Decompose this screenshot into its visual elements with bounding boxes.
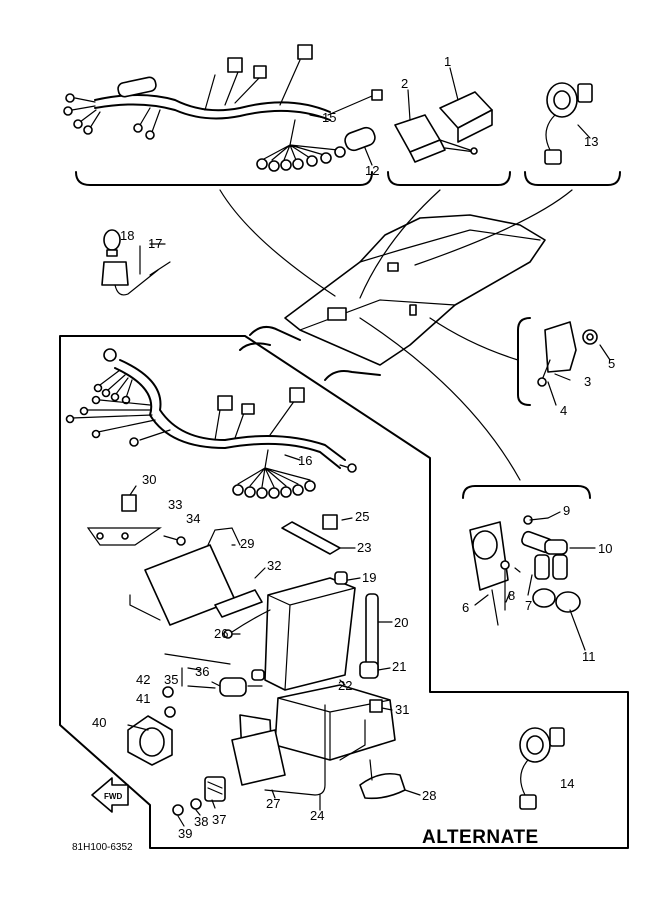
callout-2: 2: [401, 76, 408, 91]
callout-14: 14: [560, 776, 574, 791]
part-14-key-switch: [519, 727, 565, 810]
callout-41: 41: [136, 691, 150, 706]
alternate-wire-harness: [65, 348, 357, 499]
callout-32: 32: [267, 558, 281, 573]
callout-35: 35: [164, 672, 178, 687]
callout-23: 23: [357, 540, 371, 555]
callout-24: 24: [310, 808, 324, 823]
main-wire-harness: [63, 44, 383, 172]
part-17-18-lamp: [101, 229, 171, 296]
part-3-4-5-bracket: [517, 317, 598, 406]
snowmobile-body: [239, 214, 546, 381]
callout-11: 11: [582, 649, 596, 664]
callout-leaders: [127, 67, 611, 827]
callout-5: 5: [608, 356, 615, 371]
callout-12: 12: [365, 163, 379, 178]
callout-1: 1: [444, 54, 451, 69]
callout-37: 37: [212, 812, 226, 827]
callout-34: 34: [186, 511, 200, 526]
callout-16: 16: [298, 453, 312, 468]
callout-29: 29: [240, 536, 254, 551]
callout-30: 30: [142, 472, 156, 487]
part-20-21-tube: [359, 593, 379, 679]
callout-42: 42: [136, 672, 150, 687]
top-group-brackets: [75, 171, 621, 186]
callout-4: 4: [560, 403, 567, 418]
callout-6: 6: [462, 600, 469, 615]
callout-40: 40: [92, 715, 106, 730]
callout-7: 7: [525, 598, 532, 613]
callout-3: 3: [584, 374, 591, 389]
part-30-33-34-fasteners: [86, 494, 186, 546]
callout-27: 27: [266, 796, 280, 811]
part-29-cover-plate: [129, 527, 263, 626]
fwd-arrow: FWD: [91, 777, 129, 813]
callout-9: 9: [563, 503, 570, 518]
callout-20: 20: [394, 615, 408, 630]
fwd-label: FWD: [104, 792, 122, 801]
callout-26: 26: [214, 626, 228, 641]
part-1-2-assembly: [394, 91, 493, 163]
battery: [223, 571, 356, 691]
callout-31: 31: [395, 702, 409, 717]
callout-22: 22: [338, 678, 352, 693]
callout-36: 36: [195, 664, 209, 679]
callout-28: 28: [422, 788, 436, 803]
callout-8: 8: [508, 588, 515, 603]
callout-18: 18: [120, 228, 134, 243]
alternate-label: ALTERNATE: [422, 827, 539, 848]
callout-21: 21: [392, 659, 406, 674]
callout-17: 17: [148, 236, 162, 251]
callout-10: 10: [598, 541, 612, 556]
callout-38: 38: [194, 814, 208, 829]
callout-25: 25: [355, 509, 369, 524]
part-13-key-switch: [544, 82, 593, 165]
callout-15: 15: [322, 110, 336, 125]
callout-39: 39: [178, 826, 192, 841]
leader-lines: [219, 189, 573, 481]
part-35-36-connector: [211, 669, 265, 697]
callout-33: 33: [168, 497, 182, 512]
alternate-ignition-group: [462, 485, 591, 626]
drawing-code: 81H100-6352: [72, 842, 133, 853]
alternate-group-border: [59, 335, 629, 849]
callout-19: 19: [362, 570, 376, 585]
callout-13: 13: [584, 134, 598, 149]
part-27-37-38-39-bracket: [172, 729, 286, 816]
part-28-clamp: [359, 759, 406, 800]
callout-numbers: 1 2 3 4 5 6 7 8 9 10 11 12 13 14 15 16 1…: [92, 54, 615, 841]
part-23-25-strap: [281, 514, 341, 555]
